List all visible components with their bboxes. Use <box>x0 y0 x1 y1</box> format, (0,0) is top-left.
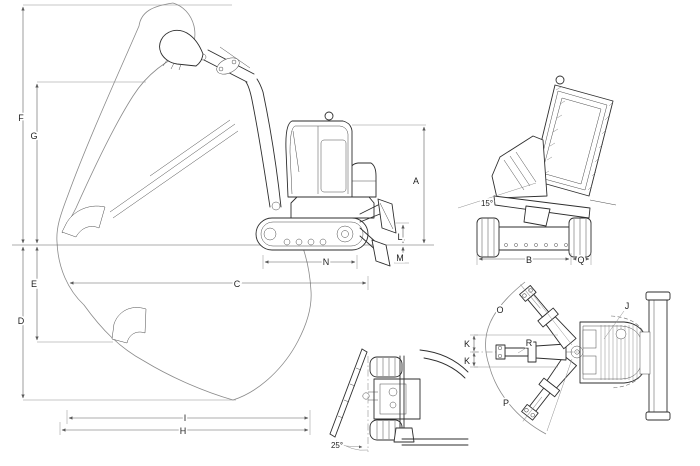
excavator-side-profile <box>61 29 397 344</box>
arm-ghost-max-reach <box>61 119 239 238</box>
beacon-icon <box>324 111 334 121</box>
dim-label-m: M <box>396 253 404 263</box>
dim-label-a: A <box>413 176 419 186</box>
beacon-icon-rear <box>555 75 565 85</box>
dim-label-e: E <box>31 279 37 289</box>
dim-label-r: R <box>526 338 533 348</box>
dim-label-l: L <box>397 232 402 242</box>
tail-swing-arc <box>610 315 649 389</box>
angle-label-15: 15° <box>481 199 493 208</box>
plan-swing-view: K K R J O P <box>462 281 671 435</box>
bucket-raised <box>159 29 204 67</box>
rear-dimensions: B Q 15° <box>476 197 592 267</box>
dim-label-k1: K <box>464 339 470 349</box>
blade-angle-dimension: 25° <box>329 356 369 452</box>
bucket-ghost-depth <box>111 307 147 344</box>
angled-blade <box>329 348 378 438</box>
side-dimensions: F G E D C N L M A I H <box>16 4 426 438</box>
swing-center <box>570 345 584 359</box>
tilt-angle-line <box>457 182 537 209</box>
dim-label-i: I <box>184 413 187 423</box>
swing-range-arc <box>485 281 547 435</box>
dim-label-n: N <box>323 257 330 267</box>
dim-label-d: D <box>18 316 25 326</box>
boom-swing-center <box>495 341 567 363</box>
blade-angle-view: 25° <box>329 348 469 452</box>
boom-swing-right <box>519 284 577 350</box>
plan-track <box>648 295 668 417</box>
dim-label-o: O <box>496 305 503 315</box>
rear-tilt-view: B Q 15° <box>457 75 617 267</box>
side-working-range-view: F G E D C N L M A I H <box>12 2 434 438</box>
dim-label-g: G <box>30 131 37 141</box>
plan-dimensions: K K R J O P <box>462 299 631 410</box>
dim-label-b: B <box>526 255 532 265</box>
undercarriage-top-view <box>369 349 469 446</box>
excavator-plan-house <box>579 291 671 421</box>
dim-label-f: F <box>18 113 24 123</box>
dim-label-p: P <box>503 398 509 408</box>
dim-label-h: H <box>180 426 187 436</box>
dim-label-q: Q <box>577 255 584 265</box>
dozer-blade <box>359 198 397 267</box>
dim-label-j: J <box>625 301 630 311</box>
boom-swing-left <box>521 355 577 422</box>
dim-label-k2: K <box>464 356 470 366</box>
angle-label-25: 25° <box>331 441 343 450</box>
excavator-rear-profile <box>457 75 617 258</box>
dim-label-c: C <box>234 279 241 289</box>
